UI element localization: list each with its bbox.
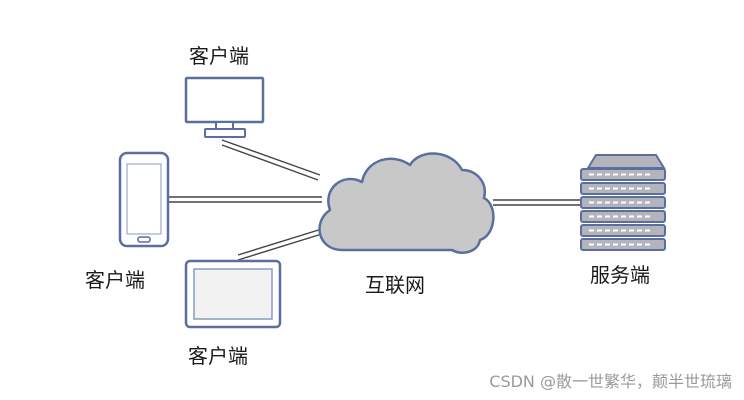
server-top-cap bbox=[586, 154, 666, 169]
watermark: CSDN @散一世繁华，颠半世琉璃 bbox=[489, 372, 732, 391]
link-phone-cloud bbox=[168, 196, 322, 203]
desktop-monitor-icon bbox=[184, 76, 265, 138]
link-cloud-server bbox=[493, 199, 580, 206]
client-bottom-label: 客户端 bbox=[188, 344, 248, 368]
client-top-label: 客户端 bbox=[189, 44, 249, 68]
internet-label: 互联网 bbox=[365, 273, 425, 297]
server-rack-icon bbox=[580, 154, 666, 251]
smartphone-icon bbox=[118, 151, 170, 248]
server-label: 服务端 bbox=[590, 263, 650, 287]
client-left-label: 客户端 bbox=[85, 268, 145, 292]
cloud-icon bbox=[318, 152, 495, 254]
link-tablet-cloud bbox=[237, 227, 326, 261]
tablet-icon bbox=[184, 259, 282, 329]
connection-lines bbox=[168, 139, 580, 261]
link-monitor-cloud bbox=[221, 139, 321, 181]
